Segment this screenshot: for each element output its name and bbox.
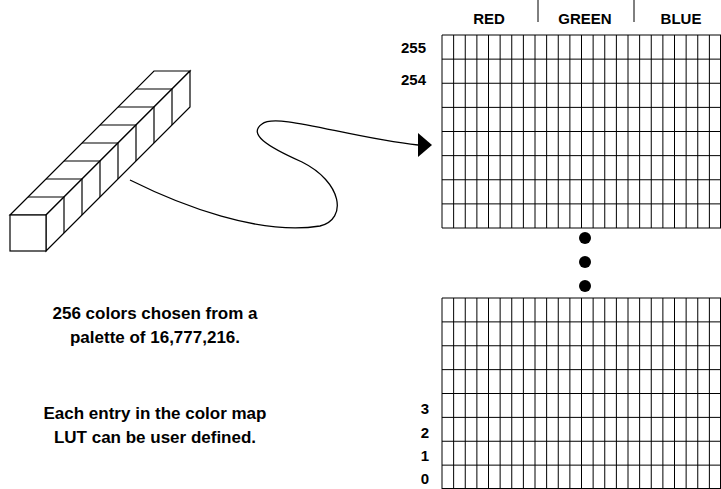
cube-divider	[100, 124, 136, 125]
cube-divider	[117, 143, 118, 179]
index-number: 255	[401, 39, 426, 56]
note-text: Each entry in the color map LUT can be u…	[35, 402, 275, 450]
cube-divider	[63, 197, 64, 233]
cube-divider	[82, 142, 118, 143]
grid-row-line	[442, 59, 721, 60]
grid-row-line	[442, 465, 721, 466]
index-number: 0	[421, 470, 429, 487]
grid-row-line	[442, 321, 721, 322]
note-text: 256 colors chosen from a palette of 16,7…	[35, 302, 275, 350]
grid-row-line	[442, 393, 721, 394]
cube-divider	[64, 160, 100, 161]
lut-upper-grid	[442, 35, 721, 228]
cube-divider	[46, 178, 82, 179]
grid-row-line	[442, 179, 721, 180]
grid-row-line	[442, 131, 721, 132]
cube-divider	[153, 107, 154, 143]
grid-row-line	[442, 345, 721, 346]
cube-divider	[81, 179, 82, 215]
grid-row-line	[442, 298, 721, 299]
grid-row-line	[442, 203, 721, 204]
pointer-curve	[130, 121, 418, 228]
grid-row-line	[442, 83, 721, 84]
ellipsis-dot	[579, 280, 591, 292]
cube-bar	[10, 71, 190, 251]
channel-heading: BLUE	[661, 10, 702, 27]
cube-divider	[118, 106, 154, 107]
cube-top-face	[10, 71, 190, 215]
cube-divider	[171, 89, 172, 125]
index-number: 1	[421, 447, 429, 464]
cube-divider	[136, 88, 172, 89]
header-separator	[634, 0, 635, 22]
grid-row-line	[442, 369, 721, 370]
header-separator	[538, 0, 539, 22]
grid-row-line	[442, 417, 721, 418]
cube-front-face	[10, 215, 46, 251]
cube-divider	[99, 161, 100, 197]
grid-row-line	[442, 228, 721, 229]
ellipsis-dot	[579, 256, 591, 268]
index-number: 254	[401, 71, 426, 88]
channel-heading: RED	[473, 10, 505, 27]
index-number: 3	[421, 400, 429, 417]
ellipsis-dot	[579, 232, 591, 244]
grid-row-line	[442, 488, 721, 489]
pointer-arrowhead	[418, 133, 432, 157]
grid-row-line	[442, 441, 721, 442]
channel-heading: GREEN	[558, 10, 611, 27]
cube-divider	[135, 125, 136, 161]
lut-lower-grid	[442, 298, 721, 489]
grid-row-line	[442, 107, 721, 108]
grid-row-line	[442, 155, 721, 156]
cube-divider	[28, 196, 64, 197]
index-number: 2	[421, 424, 429, 441]
grid-row-line	[442, 35, 721, 36]
cube-side-face	[46, 71, 190, 251]
